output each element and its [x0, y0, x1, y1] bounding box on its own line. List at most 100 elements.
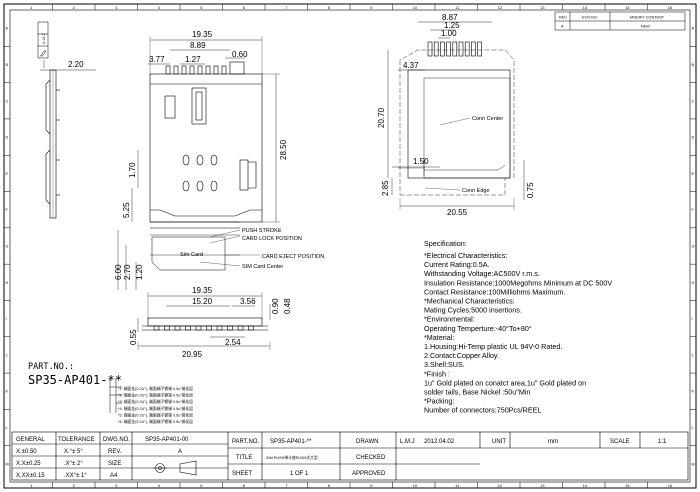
border-number-top: 7 — [285, 6, 287, 10]
contact-holes — [182, 154, 218, 192]
tb-dwg-no: SP35-AP401-00 — [145, 437, 189, 443]
dim-stroke-c: 1.20 — [135, 264, 144, 280]
dim-pcb-right: 0.75 — [526, 182, 535, 198]
border-number-bottom: 1 — [30, 484, 32, 488]
pcb-pad — [458, 41, 464, 57]
dim-front-bottom: 5.25 — [122, 202, 131, 218]
border-letter-right: L — [692, 426, 694, 430]
border-letter-left: F — [6, 208, 9, 212]
border-number-bottom: 7 — [285, 484, 287, 488]
border-letter-right: F — [692, 208, 695, 212]
dim-pcb-bottom: 2.85 — [381, 180, 390, 196]
border-letter-left: C — [6, 99, 9, 103]
border-letter-right: C — [692, 99, 695, 103]
dim-pcb-width: 20.55 — [447, 208, 468, 217]
border-number-top: 5 — [200, 6, 202, 10]
tb-row2-b: .X°± 2° — [64, 461, 83, 467]
contact-tooth — [173, 65, 179, 75]
spec-line: *Mechanical Characteristics: — [424, 297, 515, 306]
dim-front-contact-row: 1.70 — [128, 162, 137, 178]
tb-row2-a: X.X±0.25 — [16, 461, 41, 467]
pcb-pad — [464, 41, 470, 57]
part-no-number: SP35-AP401-** — [28, 373, 122, 387]
contact-tooth — [213, 65, 219, 75]
border-number-top: 2 — [73, 6, 75, 10]
border-number-bottom: 15 — [625, 484, 629, 488]
rev-header-rev: REV. — [559, 16, 568, 20]
part-option-line: *3: 端面金(0.2U"), 端面端子镀锡 0.5u"锡化层 — [118, 399, 193, 404]
spec-line: solder tails, Base Nickel :50u"Min — [424, 388, 530, 397]
revision-table — [554, 11, 686, 31]
dim-pcb-left: 4.37 — [403, 61, 419, 70]
border-letter-left: M — [6, 462, 9, 466]
tb-row3-a: X.XX±0.15 — [16, 473, 45, 479]
spec-line: *Finish : — [424, 369, 450, 378]
border-number-bottom: 9 — [370, 484, 372, 488]
spec-line: Current Rating:0.5A. — [424, 260, 490, 269]
border-letter-right: K — [692, 390, 695, 394]
spec-line: Contact Resistance:100Milliohms Maximum. — [424, 287, 565, 296]
pcb-layout-view — [387, 21, 525, 210]
border-letter-left: K — [6, 390, 9, 394]
pcb-pad — [440, 41, 445, 57]
border-letter-left: I — [6, 317, 7, 321]
dim-side-top: 2.20 — [68, 60, 84, 69]
tb-sheet: 1 OF 1 — [290, 471, 309, 477]
tb-part-no: SP35-AP401-** — [270, 439, 312, 445]
dim-pcb-pitch: 1.25 — [444, 21, 460, 30]
border-number-bottom: 16 — [668, 484, 672, 488]
part-option-line: *4: 端面金(0.2U"), 端面端子镀锡 0.5u"锡化层 — [118, 406, 193, 411]
bottom-tab — [164, 325, 170, 331]
contact-hole — [210, 154, 218, 166]
border-letter-left: J — [6, 353, 8, 357]
border-number-bottom: 4 — [158, 484, 160, 488]
tb-dwg-no-label: DWG.NO. — [103, 437, 130, 443]
tb-drawn-label: DRAWN — [356, 439, 378, 445]
contact-hole — [182, 154, 190, 166]
bottom-tab — [216, 325, 223, 331]
rev-content: NEW — [641, 25, 650, 29]
border-letter-left: A — [6, 27, 9, 31]
border-letter-right: J — [692, 353, 694, 357]
border-number-bottom: 5 — [200, 484, 202, 488]
contact-tooth — [165, 65, 171, 75]
tb-size-label: SIZE — [108, 461, 121, 467]
border-number-top: 15 — [625, 6, 629, 10]
tb-unit: mm — [548, 439, 558, 445]
contact-tooth — [181, 65, 187, 75]
border-letter-right: M — [692, 462, 695, 466]
projection-symbol-icon — [152, 460, 197, 476]
part-no-leader — [109, 378, 122, 413]
bottom-view — [137, 292, 271, 350]
tb-sheet-label: SHEET — [232, 471, 252, 477]
border-letter-left: G — [6, 245, 9, 249]
border-letter-left: B — [6, 63, 9, 67]
part-option-line: *5: 端面金(0.2U"), 端面端子镀锡 0.5u"锡化层 — [118, 412, 193, 417]
spec-line: *Environmental: — [424, 315, 475, 324]
dim-front-pad: 0.60 — [232, 50, 248, 59]
bottom-tab — [227, 325, 233, 331]
border-letter-right: I — [692, 317, 693, 321]
border-number-top: 4 — [158, 6, 160, 10]
border-letter-left: D — [6, 136, 9, 140]
bottom-tab — [153, 325, 160, 331]
dim-pcb-height: 20.70 — [377, 107, 386, 128]
tb-row1-a: X.±0.50 — [16, 449, 37, 455]
spec-line: 3.Shell:SUS. — [424, 360, 465, 369]
dim-front-width: 19.35 — [192, 30, 213, 39]
spec-line: *Packing: — [424, 397, 454, 406]
tb-title-label: TITLE — [236, 455, 252, 461]
dim-bottom-offset: 2.54 — [225, 338, 241, 347]
border-number-top: 12 — [498, 6, 502, 10]
border-number-top: 8 — [328, 6, 330, 10]
bottom-tab — [174, 325, 181, 331]
contact-tab — [229, 61, 245, 75]
border-ticks — [4, 4, 696, 488]
border-number-top: 6 — [243, 6, 245, 10]
tb-tolerance: TOLERANCE — [58, 437, 95, 443]
label-card-eject: CARD EJECT POSITION — [262, 254, 324, 260]
label-sim-card-center: SIM Card Center — [242, 264, 283, 270]
border-number-bottom: 8 — [328, 484, 330, 488]
spec-line: Number of connectors:750Pcs/REEL — [424, 406, 541, 415]
